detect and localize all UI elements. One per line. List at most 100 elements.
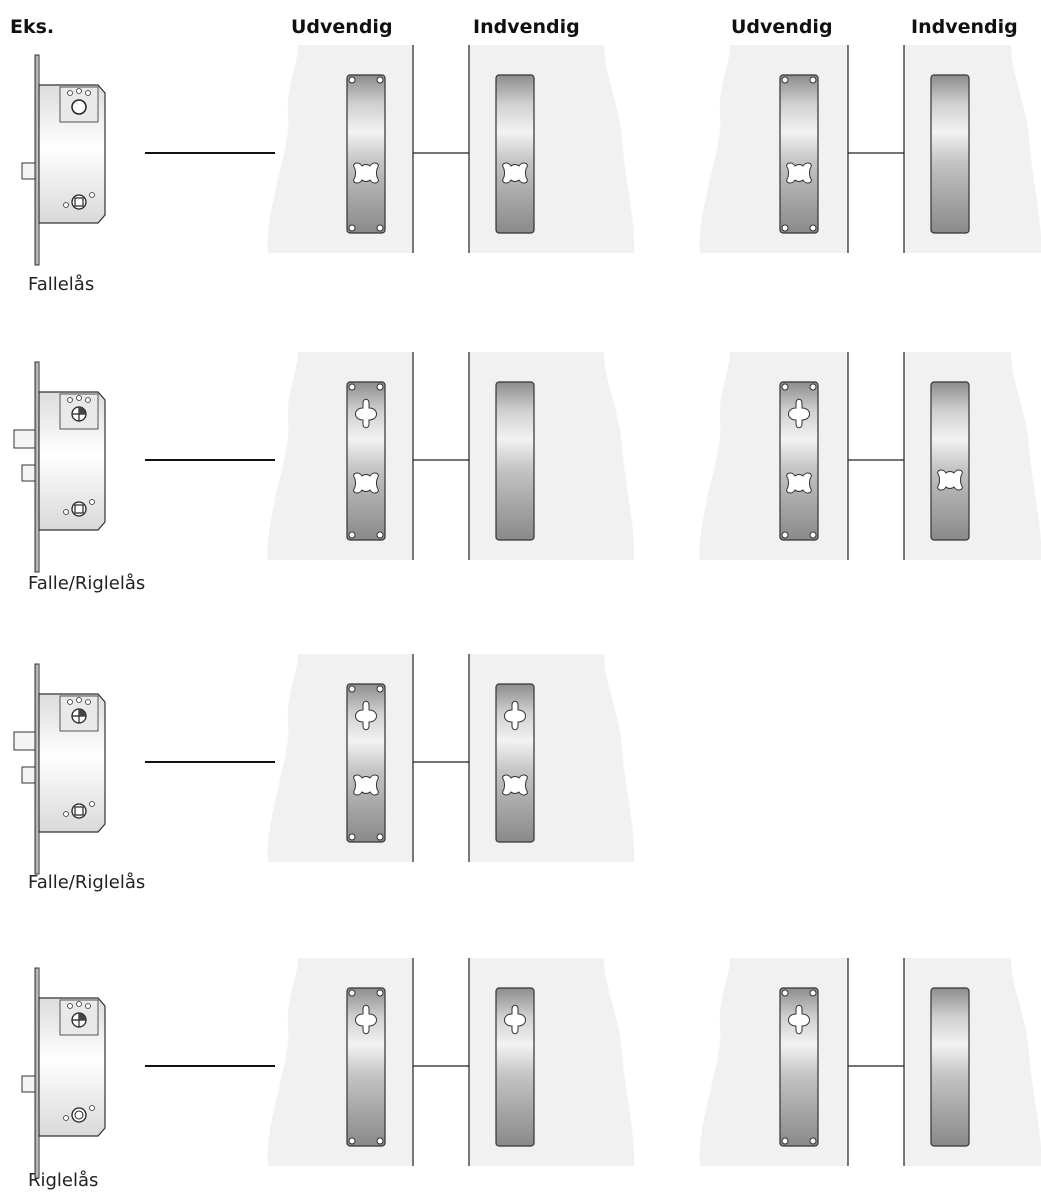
- screw-icon: [809, 1137, 817, 1145]
- screw-icon: [376, 833, 384, 841]
- screw-icon: [76, 1001, 82, 1007]
- dead-bolt: [13, 429, 36, 449]
- cylinder-cutout-icon: [788, 1004, 810, 1035]
- latch-bolt: [21, 464, 36, 482]
- screw-icon: [76, 697, 82, 703]
- screw-icon: [67, 90, 73, 96]
- header-set1-outside: Udvendig: [291, 16, 393, 38]
- screw-icon: [781, 76, 789, 84]
- screw-icon: [67, 699, 73, 705]
- screw-icon: [781, 531, 789, 539]
- escutcheon-plate: [346, 381, 386, 541]
- door-leaf-inside: [469, 45, 635, 253]
- cylinder-cam-icon: [79, 1013, 86, 1020]
- escutcheon-plate: [930, 381, 970, 541]
- header-example: Eks.: [10, 16, 55, 38]
- door-leaf-inside: [904, 958, 1041, 1166]
- door-leaf-inside: [469, 654, 635, 862]
- escutcheon-plate: [779, 987, 819, 1147]
- door-leaf-outside: [267, 958, 413, 1166]
- escutcheon-plate: [495, 74, 535, 234]
- screw-icon: [67, 1003, 73, 1009]
- screw-icon: [76, 395, 82, 401]
- door-leaf-outside: [267, 45, 413, 253]
- screw-icon: [809, 989, 817, 997]
- header-set2-inside: Indvendig: [911, 16, 1018, 38]
- cylinder-hole-icon: [71, 99, 87, 115]
- lock-row: [21, 958, 1041, 1179]
- cylinder-cutout-icon: [504, 1004, 526, 1035]
- screw-icon: [89, 499, 95, 505]
- screw-icon: [85, 1003, 91, 1009]
- cylinder-cam-icon: [79, 407, 86, 414]
- spindle-square-icon: [74, 504, 84, 514]
- screw-icon: [63, 1115, 69, 1121]
- row-label: Riglelås: [28, 1170, 99, 1191]
- screw-icon: [781, 989, 789, 997]
- cylinder-cutout-icon: [355, 1004, 377, 1035]
- screw-icon: [376, 531, 384, 539]
- screw-icon: [89, 1105, 95, 1111]
- spindle-square-icon: [74, 806, 84, 816]
- lock-row: [13, 654, 635, 875]
- row-label: Fallelås: [28, 274, 95, 295]
- key-cutout-icon: [786, 472, 812, 494]
- door-leaf-outside: [699, 958, 848, 1166]
- dead-bolt: [13, 731, 36, 751]
- screw-icon: [348, 685, 356, 693]
- key-cutout-icon: [502, 162, 528, 184]
- door-leaf-inside: [904, 45, 1041, 253]
- screw-icon: [85, 90, 91, 96]
- door-leaf-outside: [267, 352, 413, 560]
- cylinder-cutout-icon: [355, 700, 377, 731]
- screw-icon: [809, 531, 817, 539]
- key-cutout-icon: [353, 162, 379, 184]
- screw-icon: [376, 1137, 384, 1145]
- screw-icon: [376, 383, 384, 391]
- screw-icon: [809, 76, 817, 84]
- key-cutout-icon: [502, 774, 528, 796]
- door-leaf-outside: [699, 45, 848, 253]
- screw-icon: [85, 699, 91, 705]
- screw-icon: [781, 383, 789, 391]
- screw-icon: [348, 383, 356, 391]
- screw-icon: [376, 224, 384, 232]
- cylinder-cutout-icon: [355, 398, 377, 429]
- row-label: Falle/Riglelås: [28, 872, 146, 893]
- screw-icon: [376, 685, 384, 693]
- screw-icon: [67, 397, 73, 403]
- escutcheon-plate: [495, 987, 535, 1147]
- escutcheon-plate: [779, 74, 819, 234]
- screw-icon: [89, 192, 95, 198]
- escutcheon-plate: [930, 74, 970, 234]
- lock-row: [13, 352, 1041, 573]
- key-cutout-icon: [353, 774, 379, 796]
- screw-icon: [348, 76, 356, 84]
- cylinder-cutout-icon: [788, 398, 810, 429]
- screw-icon: [781, 1137, 789, 1145]
- screw-icon: [348, 224, 356, 232]
- header-set2-outside: Udvendig: [731, 16, 833, 38]
- escutcheon-plate: [346, 683, 386, 843]
- escutcheon-plate: [346, 74, 386, 234]
- escutcheon-plate: [495, 381, 535, 541]
- lock-row: [21, 45, 1041, 266]
- spindle-square-icon: [74, 197, 84, 207]
- screw-icon: [348, 1137, 356, 1145]
- latch-bolt: [21, 766, 36, 784]
- escutcheon-plate: [346, 987, 386, 1147]
- latch-bolt: [21, 1075, 36, 1093]
- escutcheon-plate: [495, 683, 535, 843]
- screw-icon: [348, 989, 356, 997]
- latch-bolt: [21, 162, 36, 180]
- screw-icon: [781, 224, 789, 232]
- key-cutout-icon: [786, 162, 812, 184]
- cylinder-cutout-icon: [504, 700, 526, 731]
- screw-icon: [76, 88, 82, 94]
- screw-icon: [63, 811, 69, 817]
- key-cutout-icon: [937, 469, 963, 491]
- door-leaf-inside: [469, 958, 635, 1166]
- door-leaf-inside: [469, 352, 635, 560]
- header-set1-inside: Indvendig: [473, 16, 580, 38]
